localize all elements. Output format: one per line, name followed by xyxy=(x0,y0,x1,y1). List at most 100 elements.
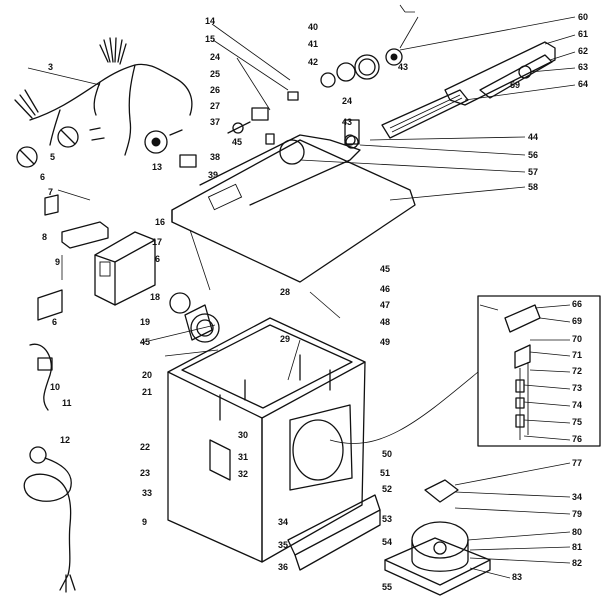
part-label: 7 xyxy=(48,187,53,197)
part-label: 13 xyxy=(152,162,162,172)
part-label: 21 xyxy=(142,387,152,397)
part-label: 70 xyxy=(572,334,582,344)
part-label: 63 xyxy=(578,62,588,72)
part-label: 66 xyxy=(572,299,582,309)
ground-wire xyxy=(29,343,53,411)
part-label: 45 xyxy=(232,137,242,147)
part-label: 12 xyxy=(60,435,70,445)
part-label: 60 xyxy=(578,12,588,22)
brackets xyxy=(37,194,109,321)
part-label: 48 xyxy=(380,317,390,327)
part-label: 30 xyxy=(238,430,248,440)
part-label: 6 xyxy=(40,172,45,182)
thermostat-left-icon xyxy=(16,146,38,168)
part-label: 45 xyxy=(140,337,150,347)
part-label: 36 xyxy=(278,562,288,572)
part-label: 9 xyxy=(142,517,147,527)
part-label: 10 xyxy=(50,382,60,392)
part-label: 47 xyxy=(380,300,390,310)
part-label: 15 xyxy=(205,34,215,44)
part-label: 59 xyxy=(510,80,520,90)
part-label: 44 xyxy=(528,132,538,142)
part-label: 50 xyxy=(382,449,392,459)
part-label: 34 xyxy=(572,492,582,502)
part-label: 42 xyxy=(308,57,318,67)
part-label: 49 xyxy=(380,337,390,347)
part-label: 81 xyxy=(572,542,582,552)
part-label: 76 xyxy=(572,434,582,444)
console-top-cover xyxy=(171,134,416,283)
part-label: 31 xyxy=(238,452,248,462)
leader-lines xyxy=(27,4,576,579)
part-label: 6 xyxy=(155,254,160,264)
part-label: 35 xyxy=(278,540,288,550)
part-label: 54 xyxy=(382,537,392,547)
timer-assembly xyxy=(94,231,220,343)
part-label: 9 xyxy=(55,257,60,267)
control-panel-backsplash xyxy=(381,41,556,139)
part-label: 39 xyxy=(208,170,218,180)
part-label: 16 xyxy=(155,217,165,227)
part-label: 25 xyxy=(210,69,220,79)
wiring-harness xyxy=(14,37,193,168)
part-label: 32 xyxy=(238,469,248,479)
power-cord xyxy=(23,446,76,593)
part-label: 79 xyxy=(572,509,582,519)
part-label: 33 xyxy=(142,488,152,498)
part-label: 53 xyxy=(382,514,392,524)
part-label: 83 xyxy=(512,572,522,582)
part-label: 27 xyxy=(210,101,220,111)
cabinet-access-hole xyxy=(292,419,344,481)
part-label: 82 xyxy=(572,558,582,568)
part-label: 24 xyxy=(342,96,352,106)
part-label: 11 xyxy=(62,398,72,408)
part-label: 69 xyxy=(572,316,582,326)
part-label: 80 xyxy=(572,527,582,537)
part-label: 37 xyxy=(210,117,220,127)
part-labels: 14 15 24 25 26 27 37 45 38 39 13 40 41 4… xyxy=(40,12,588,592)
front-panel xyxy=(287,494,381,571)
part-label: 74 xyxy=(572,400,582,410)
part-label: 71 xyxy=(572,350,582,360)
part-label: 45 xyxy=(380,264,390,274)
part-label: 61 xyxy=(578,29,588,39)
part-label: 62 xyxy=(578,46,588,56)
part-label: 18 xyxy=(150,292,160,302)
part-label: 57 xyxy=(528,167,538,177)
part-label: 40 xyxy=(308,22,318,32)
part-label: 43 xyxy=(398,62,408,72)
thermostat-right-icon xyxy=(144,130,168,154)
part-label: 26 xyxy=(210,85,220,95)
part-label: 14 xyxy=(205,16,215,26)
part-label: 43 xyxy=(342,117,352,127)
part-label: 38 xyxy=(210,152,220,162)
part-label: 19 xyxy=(140,317,150,327)
part-label: 72 xyxy=(572,366,582,376)
detail-inset-box xyxy=(477,295,601,447)
part-label: 3 xyxy=(48,62,53,72)
part-label: 75 xyxy=(572,417,582,427)
part-label: 51 xyxy=(380,468,390,478)
part-label: 28 xyxy=(280,287,290,297)
part-label: 20 xyxy=(142,370,152,380)
part-label: 17 xyxy=(152,237,162,247)
part-label: 8 xyxy=(42,232,47,242)
part-label: 29 xyxy=(280,334,290,344)
part-label: 73 xyxy=(572,383,582,393)
part-label: 23 xyxy=(140,468,150,478)
part-label: 56 xyxy=(528,150,538,160)
part-label: 52 xyxy=(382,484,392,494)
part-label: 46 xyxy=(380,284,390,294)
part-label: 22 xyxy=(140,442,150,452)
part-label: 55 xyxy=(382,582,392,592)
part-label: 34 xyxy=(278,517,288,527)
control-knobs xyxy=(320,48,403,88)
part-label: 41 xyxy=(308,39,318,49)
switch-parts xyxy=(179,91,360,168)
part-label: 6 xyxy=(52,317,57,327)
cabinet xyxy=(167,317,366,563)
part-label: 24 xyxy=(210,52,220,62)
part-label: 77 xyxy=(572,458,582,468)
part-label: 64 xyxy=(578,79,588,89)
